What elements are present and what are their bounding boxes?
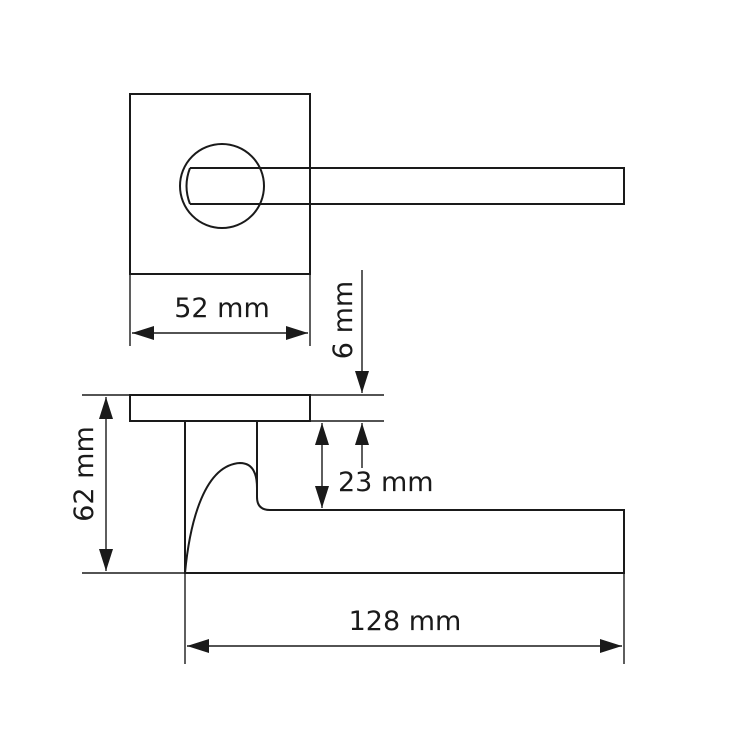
- dimension-handle-height: 62 mm: [69, 397, 113, 571]
- dimension-label-lever-offset: 23 mm: [338, 467, 434, 498]
- dimension-lever-offset: 23 mm: [315, 423, 434, 508]
- arrowhead-up: [99, 397, 113, 419]
- arrowhead-left: [132, 326, 154, 340]
- handle-neck-curve: [184, 461, 258, 574]
- arrowhead-left: [187, 639, 209, 653]
- dimension-rose-width: 52 mm: [129, 274, 311, 346]
- dimension-label-lever-length: 128 mm: [349, 606, 462, 637]
- dimension-label-handle-height: 62 mm: [69, 426, 100, 522]
- arrowhead-down: [355, 371, 369, 393]
- dimension-rose-thickness: 6 mm: [328, 270, 369, 468]
- round-hub-top-view: [179, 143, 265, 229]
- square-rose-top-view: [129, 93, 311, 275]
- dimension-label-rose-thickness: 6 mm: [328, 281, 359, 359]
- arrowhead-down: [315, 486, 329, 508]
- rose-plate-side-view: [129, 394, 311, 422]
- dimension-label-rose-width: 52 mm: [174, 293, 270, 324]
- arrowhead-up: [315, 423, 329, 445]
- arrowhead-up: [355, 423, 369, 445]
- handle-profile-side-view: [184, 421, 625, 574]
- top-view: [129, 93, 625, 275]
- dimension-lever-length: 128 mm: [184, 573, 625, 664]
- arrowhead-right: [600, 639, 622, 653]
- lever-bar-top-view: [190, 167, 625, 205]
- arrowhead-right: [286, 326, 308, 340]
- lever-end-cap-top-view: [185, 167, 191, 205]
- arrowhead-down: [99, 549, 113, 571]
